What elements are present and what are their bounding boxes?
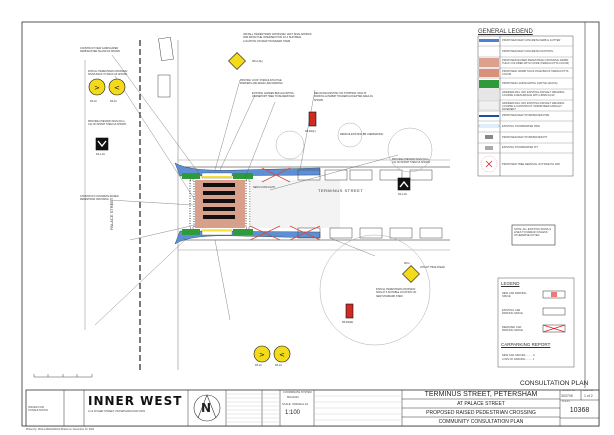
sign-code: W6-2-3(L)	[252, 60, 263, 63]
sign-code: D4-1-2A	[96, 153, 105, 156]
north-label: N	[201, 401, 212, 415]
pedestrian-crossing-signs	[88, 52, 420, 363]
file-no-label: FILE NO.	[562, 401, 571, 403]
annotation: EXISTING GARDEN BED & EXISTING CRANEPORT…	[252, 92, 295, 99]
legend-item: PROPOSED 100mm THICK PAVE BRICK TERRACOT…	[502, 70, 569, 76]
annotation: PROVIDE 'LOOK' STENCILS/TACTILE MARKERS …	[240, 79, 283, 86]
sign-code: R3-1A	[110, 100, 117, 103]
annotation: CONSTRUCT NEW LANDSCAPED KERB BLISTER IS…	[80, 47, 120, 54]
street-name-palace: PALACE STREET	[109, 197, 114, 230]
landscape-island	[233, 229, 253, 235]
annotation: PROVIDE CHEVRON SIGN (D4-1-1/2) ON SHORT…	[392, 158, 431, 165]
sheet-title: CONSULTATION PLAN	[520, 380, 589, 387]
street-name-terminus: TERMINUS STREET	[318, 188, 364, 193]
annotation: INSTALL 'PEDESTRIAN CROSSING' SIGN AT A …	[376, 288, 417, 298]
landscape-island	[182, 173, 200, 179]
title-line-4: COMMUNITY CONSULTATION PLAN	[438, 419, 524, 425]
landscape-island	[182, 229, 200, 235]
plot-footer: Plotted by: ZKALA MADARIAGA Plotted on: …	[26, 428, 95, 431]
council-logo: INNER WEST	[88, 394, 183, 408]
annotation: PROVIDE CHEVRON SIGN (D4-1-1/2) ON SHORT…	[88, 120, 127, 127]
annotation: INSTALL 'PEDESTRIAN CROSSING' LEFT SIGN …	[243, 33, 313, 43]
annotation: INSTALL 'PEDESTRIAN CROSSING' SIGNS BACK…	[88, 70, 128, 77]
sign-code: R3-1A	[275, 364, 282, 367]
coordinate-system-label: COORDINATE SYSTEM	[283, 391, 312, 394]
sign-code: D4-1-2A	[398, 193, 407, 196]
scale-label: SCALE: ORIGINAL A3	[282, 403, 308, 406]
legend-item: PROPOSED NEW STORMWATER PIPE	[502, 114, 550, 117]
legend-item: PROPOSED NEW CONCRETE KERB & GUTTER	[502, 39, 561, 42]
parking-legend-item: EXISTING CAR PARKING SPACE	[502, 309, 523, 315]
flood-light-label: NEW FLOOD LIGHT	[253, 186, 276, 189]
project-no: 303705	[561, 394, 573, 398]
annotation: ATTACH 75km AHEAD	[420, 266, 445, 269]
issue-label: ISSUED FOR CONSULTATION	[28, 406, 48, 412]
sign-code: R3-1A	[255, 364, 262, 367]
title-line-3: PROPOSED RAISED PEDESTRIAN CROSSING	[426, 410, 536, 416]
parking-legend-item: REMOVED CAR PARKING SPACE	[502, 326, 523, 332]
title-line-1: TERMINUS STREET, PETERSHAM	[424, 391, 538, 398]
legend-item: GRINDER MILL OFF EXISTING ASPHALT WEARIN…	[502, 91, 565, 97]
parking-spaces	[297, 169, 443, 239]
legend-item: EXISTING STORMWATER PIPE	[502, 125, 540, 128]
annotation: RELOCATE EXISTING 'NO STOPPING' SIGN AT …	[314, 92, 373, 102]
legend-item: PROPOSED NEW CONCRETE FOOTPATH	[502, 50, 554, 53]
trees	[275, 122, 433, 346]
svg-text:<: <	[114, 84, 120, 92]
legend-item: PROPOSED TREE REMOVAL OUTSIDE PH 1RD	[502, 163, 560, 166]
scale-bar	[33, 374, 93, 378]
title-line-2: AT PALACE STREET	[457, 401, 505, 407]
annotation: CONSTRUCT CONCRETE RAISED PEDESTRIAN CRO…	[80, 195, 119, 202]
note-text: NOTE: ALL EXISTING SIGNS & LINES TO REMA…	[514, 228, 552, 237]
sign-code: R5-400(R)	[342, 321, 354, 324]
parking-legend-title: LEGEND	[501, 281, 520, 286]
legend-item: EXISTING STORMWATER PIT	[502, 146, 538, 149]
svg-text:>: >	[94, 84, 100, 92]
carparking-report-line: NEW CAR SPACES ......... 0	[502, 354, 535, 357]
parking-legend-box	[497, 277, 575, 368]
svg-text:>: >	[259, 351, 265, 359]
legend-item: PROPOSED RAISED PEDESTRIAN CROSSING 200m…	[502, 59, 570, 65]
annotation: REMOVE EXISTING BB LINEMARKING	[340, 133, 384, 136]
sheet-no-label: SHEET NO.	[583, 390, 594, 392]
legend-item: GRINDER MILL OFF EXISTING ASPHALT WEARIN…	[502, 102, 565, 111]
project-no-label: PROJECT NO.	[562, 390, 576, 392]
removed-parking-crosses	[249, 167, 321, 241]
sign-code: R3-1A	[90, 100, 97, 103]
coordinate-system: MGA2020	[287, 396, 299, 399]
sign-code: R5-400(L)	[305, 130, 316, 133]
raised-pedestrian-crossing	[195, 180, 245, 228]
svg-text:<: <	[279, 351, 285, 359]
general-legend-title: GENERAL LEGEND	[478, 29, 533, 35]
note-box	[511, 224, 556, 246]
parking-legend-item: NEW CAR PARKING SPACE	[502, 292, 527, 298]
council-address: 2-14 FISHER STREET, PETERSHAM NSW 2049	[88, 410, 145, 413]
file-no: 10368	[569, 407, 590, 414]
sheet-no: 1 of 2	[584, 394, 593, 398]
sign-glyphs: > < > <	[94, 84, 285, 359]
legend-item: PROPOSED NEW STORMWATER PIT	[502, 136, 548, 139]
carparking-report-title: CARPARKING REPORT	[501, 342, 551, 347]
sign-code: W6-2	[404, 262, 410, 265]
zebra-stripes	[203, 183, 235, 219]
carparking-report-line: LOSS OF PARKING ........ 1	[502, 358, 535, 361]
scale-value: 1:100	[285, 410, 301, 416]
legend-item: PROPOSED LANDSCAPING (NATIVE GRASS)	[502, 82, 558, 85]
landscape-island	[233, 173, 253, 179]
general-legend-table	[477, 35, 574, 177]
